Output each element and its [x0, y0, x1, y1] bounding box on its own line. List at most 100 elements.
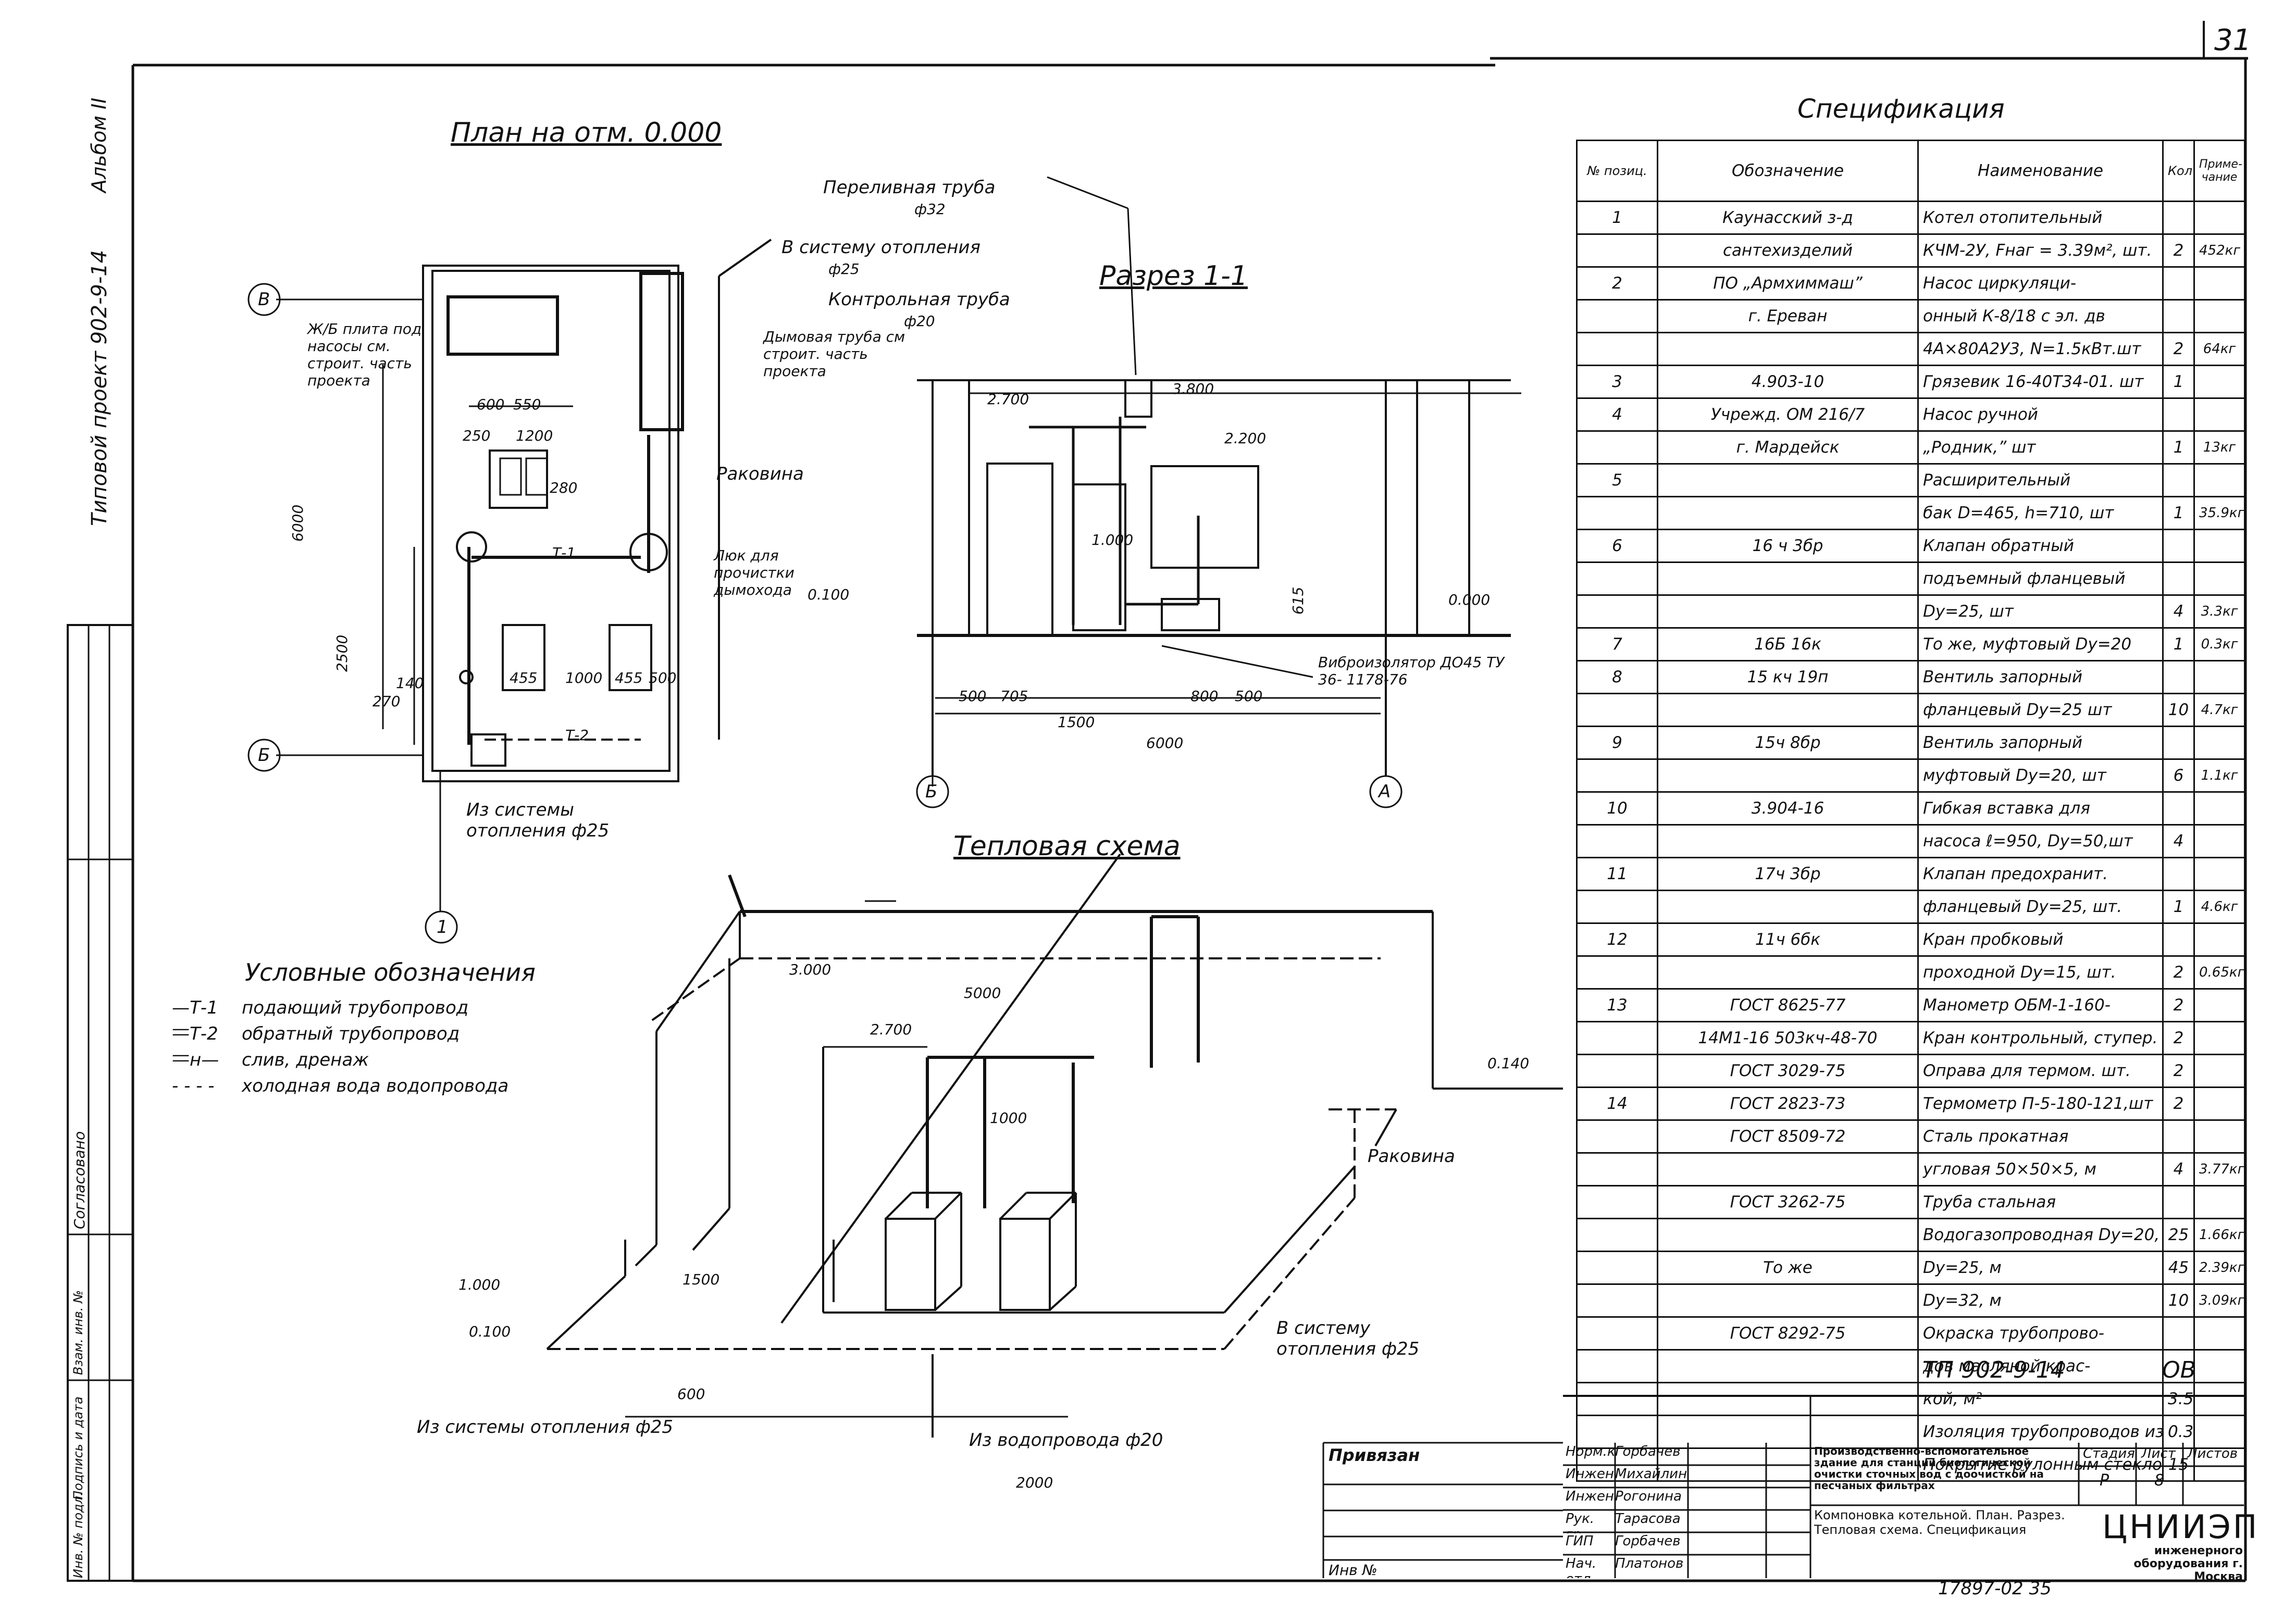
stamp-org: ЦНИИЭП [2102, 1508, 2260, 1546]
spec-cell-pos: 12 [1576, 922, 1658, 957]
spec-cell-designation [1657, 758, 1919, 793]
spec-cell-note [2193, 1349, 2245, 1383]
spec-cell-name: угловая 50×50×5, м [1917, 1152, 2164, 1186]
spec-cell-pos: 8 [1576, 660, 1658, 694]
stamp-name: Горбачев [1615, 1444, 1681, 1459]
scheme-dim-2000: 2000 [1016, 1474, 1053, 1491]
spec-cell-designation: Учрежд. ОМ 216/7 [1657, 397, 1919, 432]
spec-cell-qty [2162, 266, 2195, 301]
spec-cell-qty: 15 [2162, 1447, 2195, 1482]
spec-cell-pos [1576, 1185, 1658, 1219]
spec-cell-note [2193, 1086, 2245, 1121]
section-vibro: Виброизолятор ДО45 ТУ 36- 1178-76 [1318, 654, 1505, 688]
section-hatch: Люк для прочистки дымохода [714, 547, 795, 598]
spec-cell-qty [2162, 529, 2195, 563]
section-overflow-pipe: Переливная труба [823, 177, 996, 198]
stamp-person-row: Норм.конт Горбачев [1566, 1444, 1688, 1466]
plan-dim-270: 270 [373, 693, 401, 710]
stamp-role: Норм.конт [1566, 1444, 1615, 1459]
scheme-sink: Раковина [1368, 1146, 1455, 1167]
plan-dim-140: 140 [396, 674, 424, 692]
spec-cell-qty [2162, 791, 2195, 826]
legend-text: обратный трубопровод [242, 1023, 460, 1044]
legend-item: - - - - холодная вода водопровода [172, 1076, 508, 1102]
spec-cell-note [2193, 266, 2245, 301]
spec-cell-note [2193, 988, 2245, 1022]
spec-cell-note [2193, 1316, 2245, 1351]
spec-cell-name: Изоляция трубопроводов изделиями из мин.… [1917, 1415, 2164, 1449]
section-dim-6000: 6000 [1146, 734, 1184, 752]
spec-cell-pos [1576, 1119, 1658, 1154]
spec-cell-name: онный К-8/18 с эл. дв [1917, 299, 2164, 333]
spec-cell-name: То же, муфтовый Dу=20 [1917, 627, 2164, 661]
spec-cell-name: Покрытие рулонным стеклопластиком, м² [1917, 1447, 2164, 1482]
spec-cell-name: Котел отопительный [1917, 201, 2164, 235]
spec-cell-note [2193, 1382, 2245, 1416]
section-to-heating: В систему отопления [781, 237, 981, 258]
spec-row: дов масляной крас- [1576, 1349, 2245, 1383]
section-control-d: ф20 [904, 313, 935, 330]
spec-cell-qty [2162, 397, 2195, 432]
spec-cell-pos [1576, 955, 1658, 990]
spec-cell-name: дов масляной крас- [1917, 1349, 2164, 1383]
spec-cell-note [2193, 365, 2245, 399]
spec-cell-note [2193, 201, 2245, 235]
spec-cell-designation [1657, 463, 1919, 497]
spec-cell-name: Окраска трубопрово- [1917, 1316, 2164, 1351]
spec-cell-qty: 4 [2162, 1152, 2195, 1186]
spec-cell-designation: сантехизделий [1657, 233, 1919, 268]
plan-dim-455b: 455 [615, 669, 643, 686]
plan-sink-label: Раковина [716, 464, 804, 484]
spec-cell-name: Dу=25, шт [1917, 594, 2164, 629]
spec-cell-designation [1657, 496, 1919, 530]
spec-cell-designation [1657, 1447, 1919, 1482]
spec-cell-pos: 4 [1576, 397, 1658, 432]
spec-cell-qty: 3.5 [2162, 1382, 2195, 1416]
stamp-role: Инженер [1566, 1489, 1615, 1504]
legend-code: —Т-2— [172, 1023, 218, 1065]
spec-cell-qty: 2 [2162, 988, 2195, 1022]
spec-cell-pos [1576, 233, 1658, 268]
spec-cell-name: 4А×80А2У3, N=1.5кВт.шт [1917, 332, 2164, 366]
plan-dim-6000: 6000 [289, 504, 306, 542]
side-approval: Согласовано [71, 1131, 88, 1229]
spec-col-note: Приме- чание [2193, 140, 2245, 202]
plan-axis-v: В [258, 289, 270, 310]
spec-cell-qty [2162, 201, 2195, 235]
spec-cell-pos [1576, 1218, 1658, 1252]
spec-cell-note [2193, 1447, 2245, 1482]
spec-cell-pos: 9 [1576, 726, 1658, 760]
spec-cell-qty: 4 [2162, 824, 2195, 858]
spec-cell-name: Dу=32, м [1917, 1283, 2164, 1318]
spec-title: Спецификация [1797, 94, 2005, 124]
stamp-name: Горбачев [1615, 1533, 1681, 1549]
spec-cell-note [2193, 561, 2245, 596]
legend-code: —Т-1— [172, 997, 218, 1039]
section-overflow-d: ф32 [914, 201, 946, 218]
spec-cell-pos: 10 [1576, 791, 1658, 826]
spec-cell-name: Сталь прокатная [1917, 1119, 2164, 1154]
side-inventory: Инв. № подл. [71, 1492, 85, 1578]
stamp-privyazan: Привязан [1329, 1445, 1420, 1465]
side-replace: Взам. инв. № [71, 1290, 85, 1375]
spec-cell-note [2193, 397, 2245, 432]
spec-cell-note: 3.77кг [2193, 1152, 2245, 1186]
copy-code: 17897-02 35 [1938, 1578, 2052, 1599]
spec-cell-name: бак D=465, h=710, шт [1917, 496, 2164, 530]
section-title: Разрез 1-1 [1099, 260, 1248, 292]
spec-cell-pos: 6 [1576, 529, 1658, 563]
spec-cell-note: 3.3кг [2193, 594, 2245, 629]
stamp-people: Норм.конт Горбачев Инженер Михайлин Инже… [1566, 1444, 1688, 1578]
legend-text: слив, дренаж [242, 1050, 369, 1070]
spec-cell-designation: ГОСТ 3262-75 [1657, 1185, 1919, 1219]
